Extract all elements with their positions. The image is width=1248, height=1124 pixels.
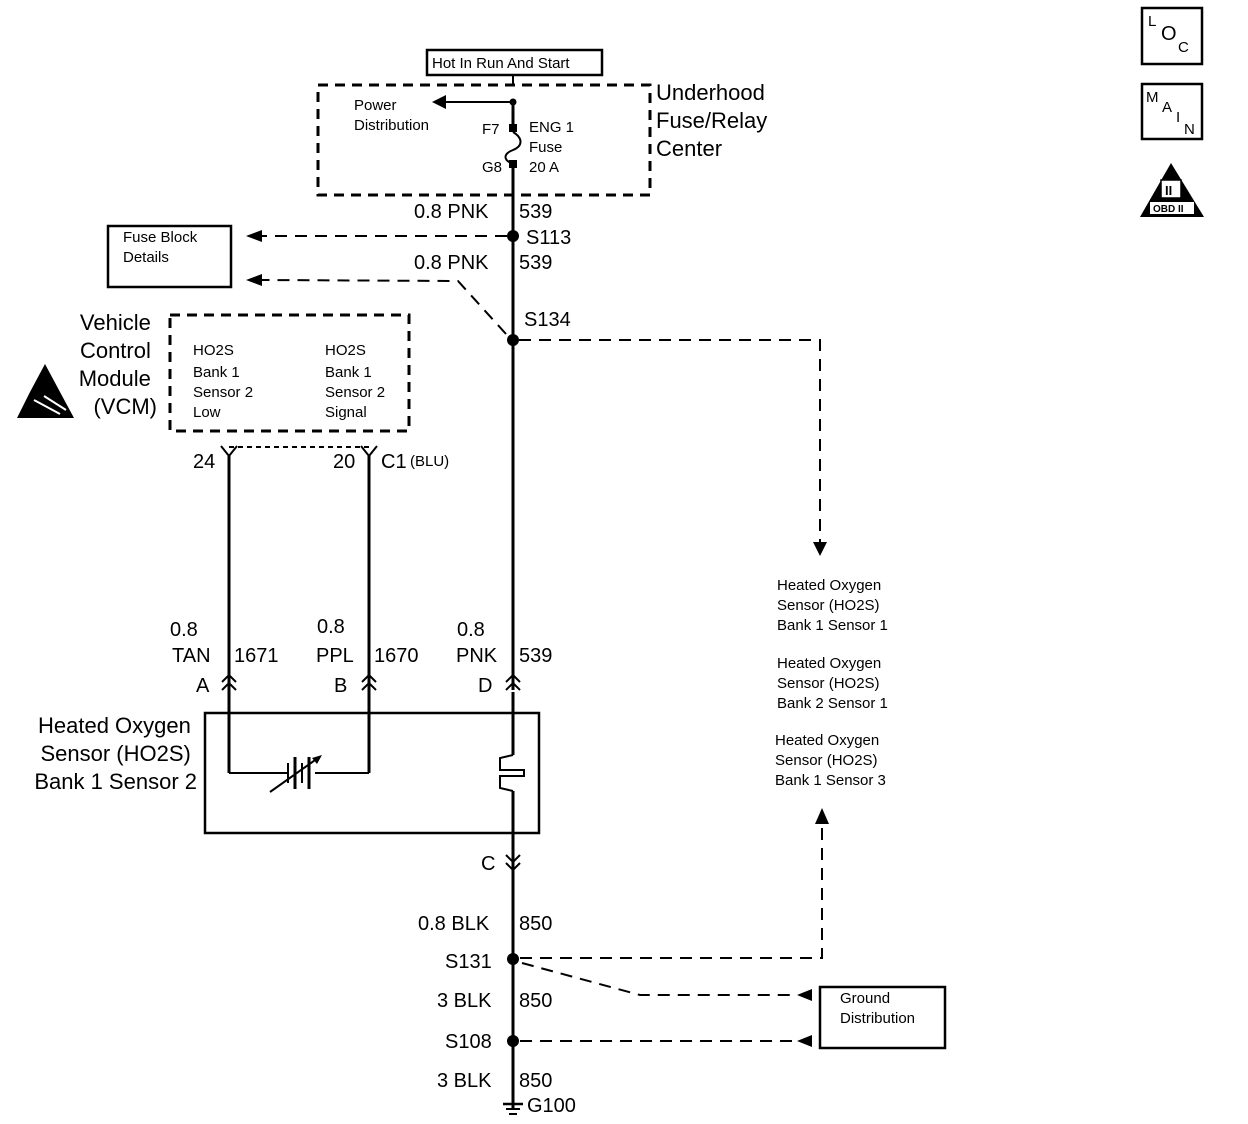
connector-c1-color: (BLU) [410, 453, 449, 470]
pin-d-label: D [478, 675, 492, 697]
s113-label: S113 [526, 227, 571, 249]
esd-sensitive-icon [17, 364, 74, 418]
svg-text:C: C [1178, 39, 1189, 56]
wire-a-color: TAN [172, 645, 211, 667]
hot-in-run-label: Hot In Run And Start [432, 55, 570, 72]
vcm-pin-20: 20 [333, 451, 355, 473]
oxygen-element-icon [269, 755, 322, 793]
arrow-left-icon [432, 95, 446, 109]
s131-label: S131 [445, 951, 492, 973]
svg-text:O: O [1161, 23, 1177, 45]
hot-in-run-box [425, 48, 604, 77]
obd-ii-icon: II OBD II [1140, 163, 1204, 217]
ground-distribution-label: Ground Distribution [840, 990, 915, 1027]
svg-text:N: N [1184, 121, 1195, 138]
vcm-left-circuit: HO2S Bank 1 Sensor 2 Low [193, 342, 257, 421]
f7-label: F7 [482, 121, 500, 138]
fuse-icon [504, 131, 522, 165]
s134-label: S134 [524, 309, 571, 331]
ground-g100-label: G100 [527, 1095, 576, 1117]
wire-a-gauge: 0.8 [170, 619, 198, 641]
fuse-block-details-box [106, 224, 233, 289]
fuse-name-label: ENG 1 Fuse 20 A [529, 119, 578, 176]
connector-chevrons [221, 673, 521, 691]
loc-icon: L O C [1140, 6, 1204, 66]
svg-text:OBD II: OBD II [1153, 204, 1184, 215]
splice-s108 [507, 1035, 519, 1047]
arrow-up-icon [815, 808, 829, 824]
vcm-pin-24: 24 [193, 451, 215, 473]
fuse-block-details-label: Fuse Block Details [123, 229, 201, 266]
power-distribution-label: Power Distribution [354, 97, 429, 134]
wire-blk-850-3: 3 BLK [437, 1070, 492, 1092]
wire-d-num: 539 [519, 645, 552, 667]
other-sensor-1: Heated Oxygen Sensor (HO2S) Bank 1 Senso… [777, 577, 888, 634]
wire-b-gauge: 0.8 [317, 616, 345, 638]
pin-a-label: A [196, 675, 210, 697]
wire-pnk-539-top: 0.8 PNK [414, 201, 489, 223]
other-sensor-2: Heated Oxygen Sensor (HO2S) Bank 2 Senso… [777, 655, 888, 712]
arrow-down-icon [813, 542, 827, 556]
other-sensor-3: Heated Oxygen Sensor (HO2S) Bank 1 Senso… [775, 732, 886, 789]
ground-distribution-box [818, 985, 947, 1050]
underhood-center-title: Underhood Fuse/Relay Center [656, 80, 773, 161]
wire-blk-850-1: 0.8 BLK [418, 913, 490, 935]
wire-539-second: 539 [519, 252, 552, 274]
wire-850-3: 850 [519, 1070, 552, 1092]
ho2s-sensor-box [203, 711, 541, 835]
arrow-left-icon [797, 1035, 812, 1047]
wire-d-gauge: 0.8 [457, 619, 485, 641]
pin-c-label: C [481, 853, 495, 875]
arrow-left-icon [246, 230, 262, 242]
vcm-box [168, 313, 411, 433]
s108-label: S108 [445, 1031, 492, 1053]
arrow-left-icon [246, 274, 262, 286]
heater-element-icon [499, 754, 525, 792]
wire-d-color: PNK [456, 645, 498, 667]
svg-text:M: M [1146, 89, 1159, 106]
splice-s131 [507, 953, 519, 965]
connector-c-chevrons [505, 854, 521, 872]
splice-s113 [507, 230, 519, 242]
vcm-right-circuit: HO2S Bank 1 Sensor 2 Signal [325, 342, 389, 421]
wire-b-num: 1670 [374, 645, 419, 667]
wire-850-1: 850 [519, 913, 552, 935]
wire-850-2: 850 [519, 990, 552, 1012]
wire-pnk-539-second: 0.8 PNK [414, 252, 489, 274]
svg-text:I: I [1176, 109, 1180, 126]
wire-a-num: 1671 [234, 645, 279, 667]
g8-label: G8 [482, 159, 502, 176]
svg-text:II: II [1165, 183, 1172, 198]
vcm-title: Vehicle Control Module (VCM) [79, 310, 157, 419]
svg-text:L: L [1148, 13, 1156, 30]
wire-539-top: 539 [519, 201, 552, 223]
connector-c1-label: C1 [381, 451, 407, 473]
arrow-left-icon [797, 989, 812, 1001]
svg-text:A: A [1162, 99, 1172, 116]
sensor-title: Heated Oxygen Sensor (HO2S) Bank 1 Senso… [34, 713, 197, 794]
wire-b-color: PPL [316, 645, 354, 667]
pin-b-label: B [334, 675, 347, 697]
main-icon: M A I N [1140, 82, 1204, 141]
ground-icon [503, 1102, 523, 1115]
splice-s134 [507, 334, 519, 346]
wire-blk-850-2: 3 BLK [437, 990, 492, 1012]
